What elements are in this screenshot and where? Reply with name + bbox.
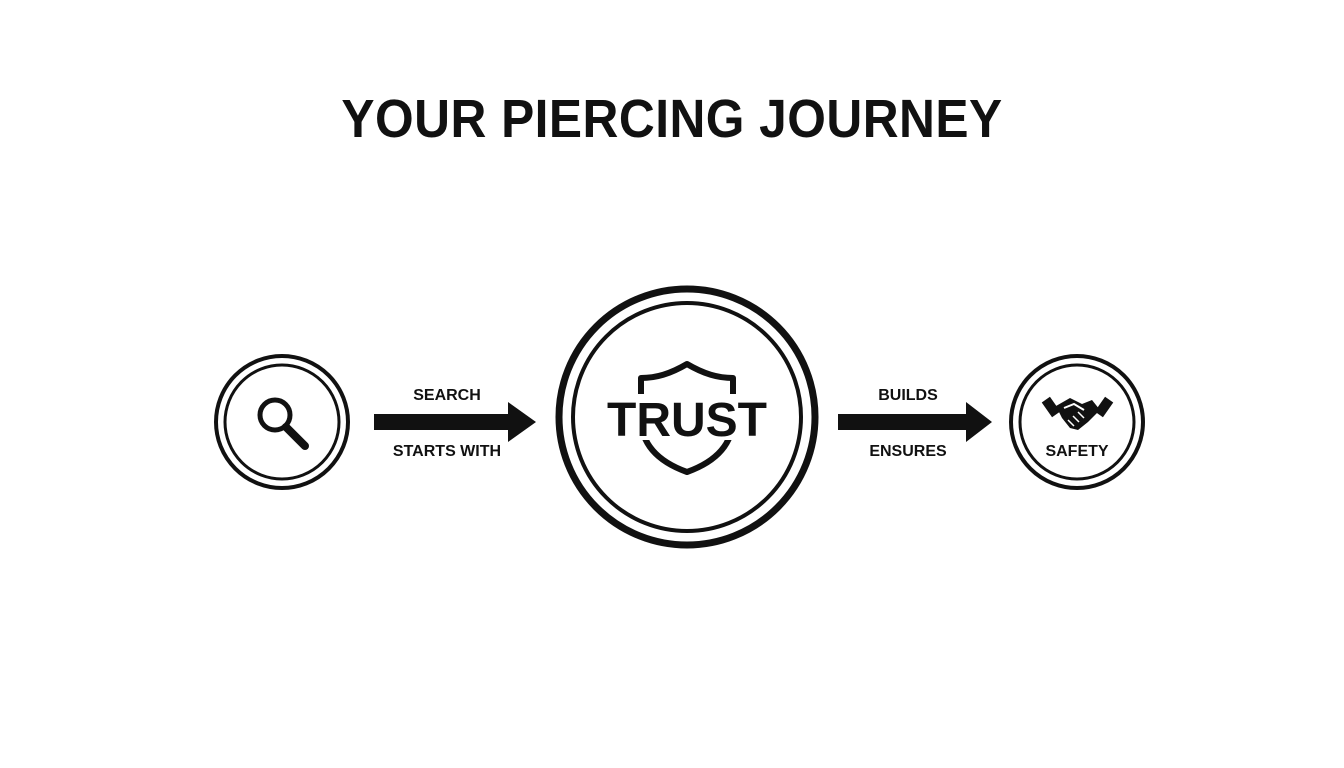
- edge-label-starts-with: STARTS WITH: [393, 443, 501, 460]
- page-title: YOUR PIERCING JOURNEY: [341, 89, 1003, 149]
- arrow-search-to-trust: SEARCH STARTS WITH: [374, 387, 536, 460]
- edge-label-builds: BUILDS: [878, 387, 938, 404]
- trust-node: TRUST: [555, 285, 819, 549]
- arrow-trust-to-safety: BUILDS ENSURES: [838, 387, 992, 460]
- search-node: [214, 354, 350, 490]
- shield-icon: [638, 361, 736, 475]
- magnifier-icon: [257, 397, 309, 450]
- edge-label-search: SEARCH: [413, 387, 481, 404]
- edge-label-ensures: ENSURES: [869, 443, 947, 460]
- handshake-icon: [1041, 396, 1114, 430]
- safety-label: SAFETY: [1045, 443, 1108, 460]
- trust-label: TRUST: [607, 394, 767, 447]
- safety-node: SAFETY: [1009, 354, 1145, 490]
